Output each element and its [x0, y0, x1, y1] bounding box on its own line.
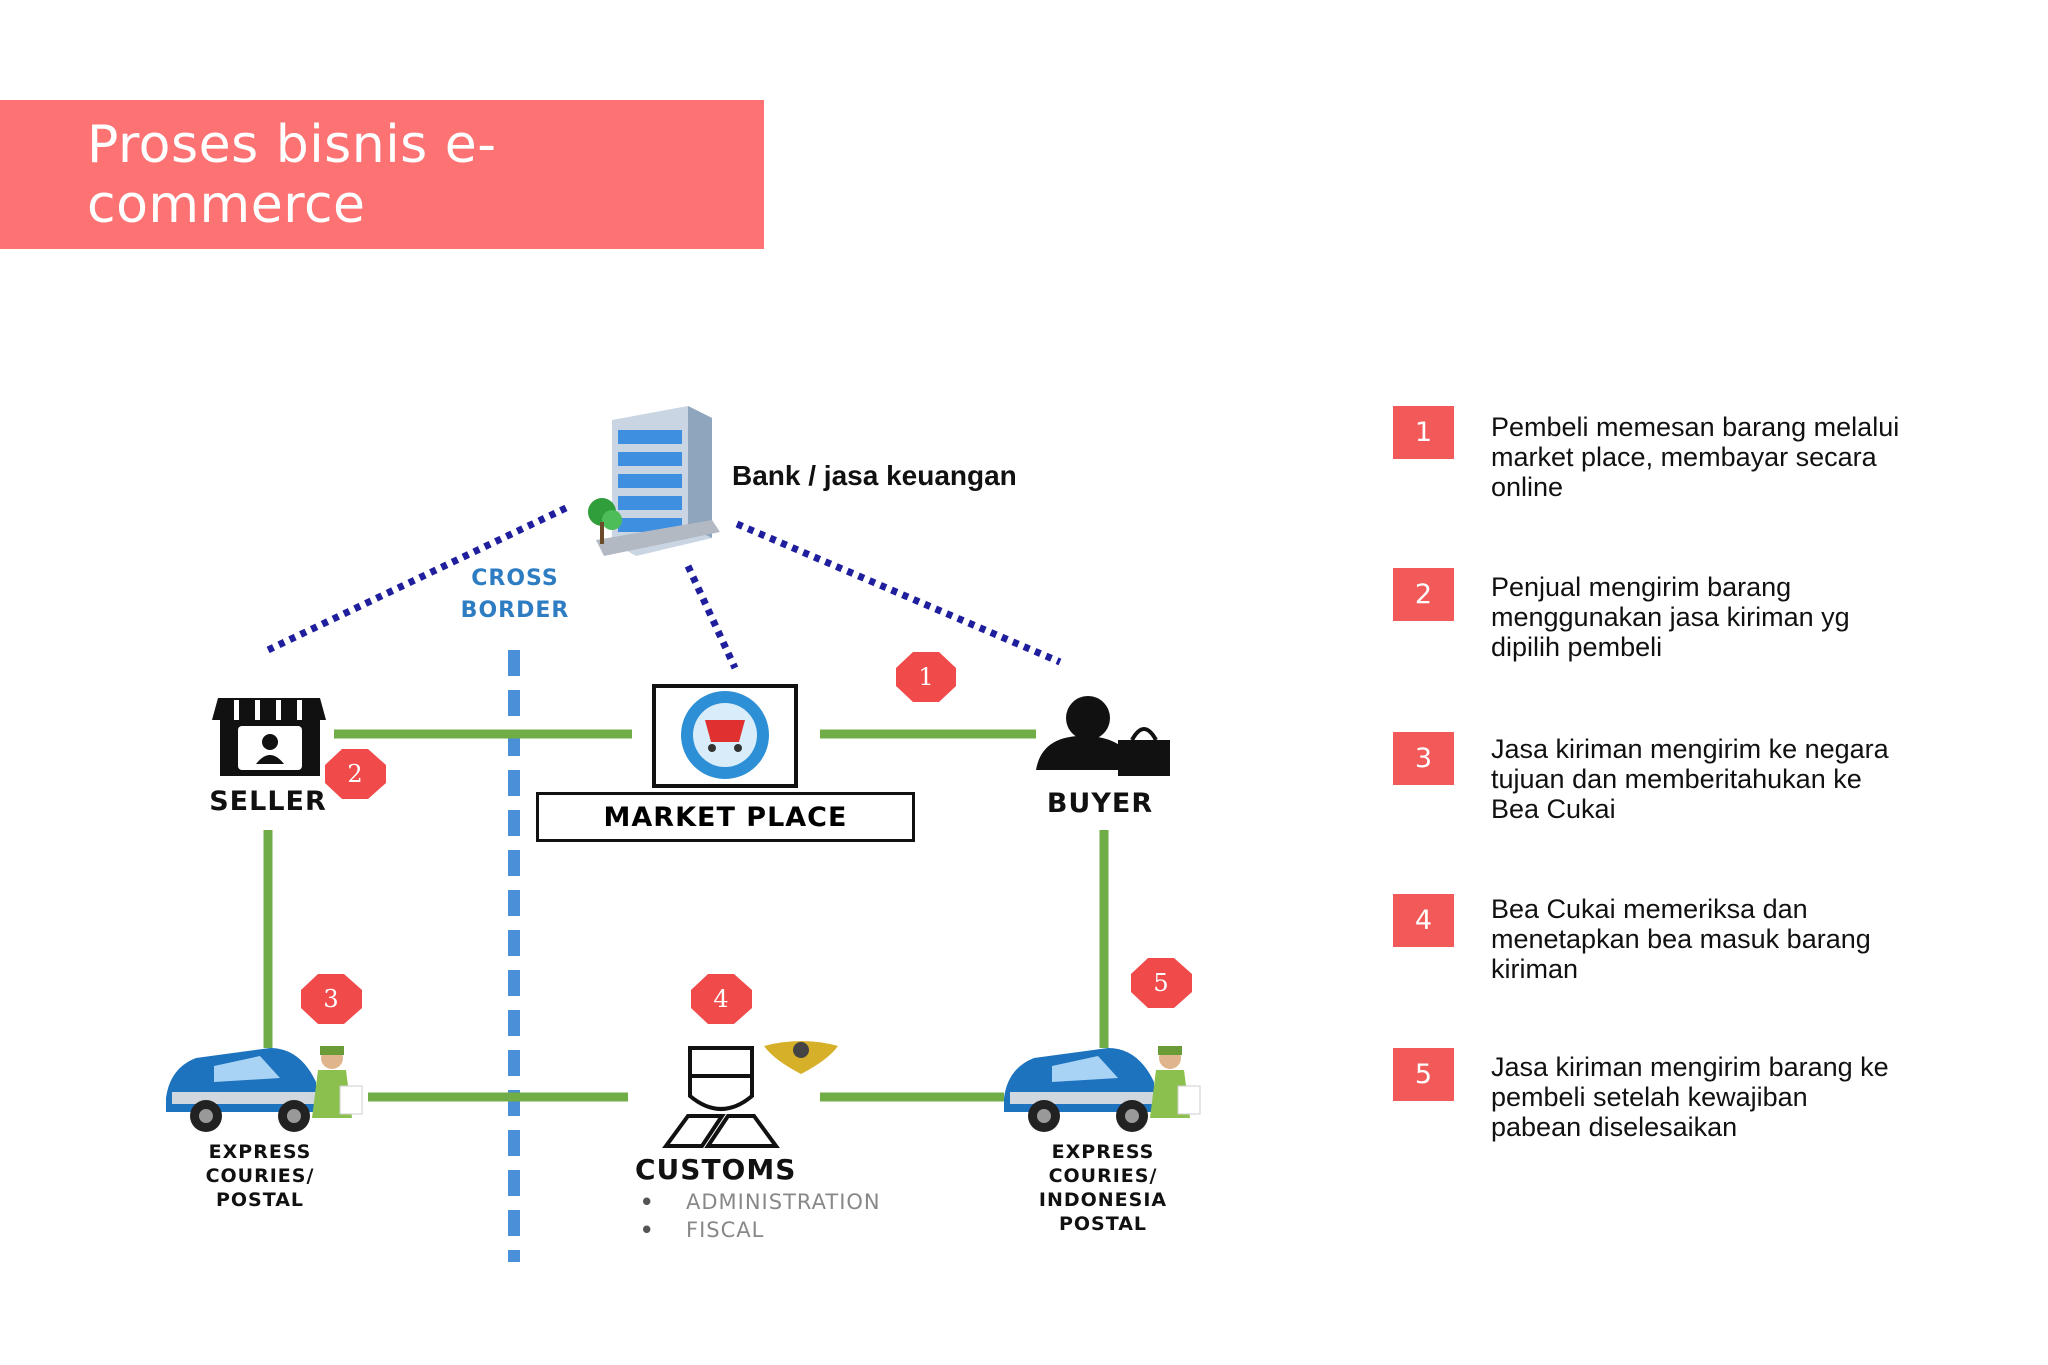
step-marker-3-label: 3 — [323, 985, 338, 1013]
step-marker-5-label: 5 — [1153, 969, 1168, 997]
buyer-person-icon — [1036, 696, 1170, 776]
bank-building-icon — [588, 406, 720, 556]
step-number: 2 — [1393, 568, 1454, 621]
customs-items: •ADMINISTRATION •FISCAL — [640, 1188, 881, 1244]
title-banner: Proses bisnis e-commerce — [0, 100, 764, 249]
customs-officer-icon — [662, 1046, 780, 1148]
step-marker-4-label: 4 — [713, 985, 728, 1013]
courier-left-label: EXPRESS COURIES/ POSTAL — [205, 1141, 315, 1211]
step-marker-5 — [1131, 958, 1192, 1008]
seller-label: SELLER — [209, 786, 327, 817]
cross-border-label: CROSS BORDER — [460, 566, 570, 623]
step-marker-2-label: 2 — [347, 760, 362, 788]
step-number: 1 — [1393, 406, 1454, 459]
step-marker-2 — [325, 749, 386, 799]
step-number: 4 — [1393, 894, 1454, 947]
step-marker-4 — [691, 974, 752, 1024]
shop-icon — [212, 698, 326, 776]
step-number: 5 — [1393, 1048, 1454, 1101]
bank-label: Bank / jasa keuangan — [732, 460, 1017, 491]
step-markers — [301, 652, 1192, 1024]
customs-item: •FISCAL — [640, 1218, 765, 1242]
customs-item: •ADMINISTRATION — [640, 1190, 881, 1214]
bank-marketplace-link — [684, 564, 739, 670]
delivery-van-icon-right — [1004, 1046, 1201, 1132]
bank-buyer-link — [735, 520, 1062, 666]
buyer-label: BUYER — [1046, 788, 1154, 819]
delivery-van-icon-left — [166, 1046, 363, 1132]
customs-label: CUSTOMS — [635, 1153, 797, 1186]
customs-emblem-icon — [764, 1041, 838, 1074]
marketplace-label: MARKET PLACE — [536, 792, 915, 842]
step-number: 3 — [1393, 732, 1454, 785]
courier-right-label: EXPRESS COURIES/ INDONESIA POSTAL — [1038, 1141, 1168, 1235]
page-title: Proses bisnis e-commerce — [87, 114, 497, 235]
monitor-icon — [652, 684, 798, 788]
step-marker-1-label: 1 — [918, 663, 933, 691]
step-marker-1 — [896, 652, 956, 702]
step-marker-3 — [301, 974, 362, 1024]
